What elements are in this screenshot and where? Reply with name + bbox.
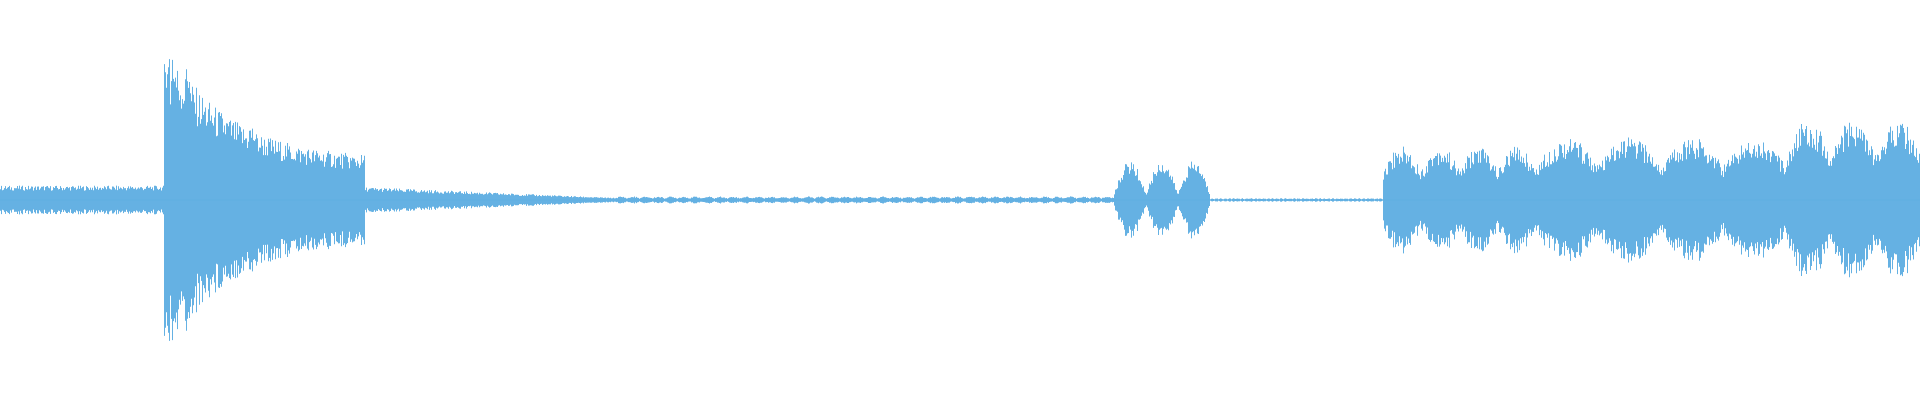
waveform-bars: [0, 59, 1920, 341]
